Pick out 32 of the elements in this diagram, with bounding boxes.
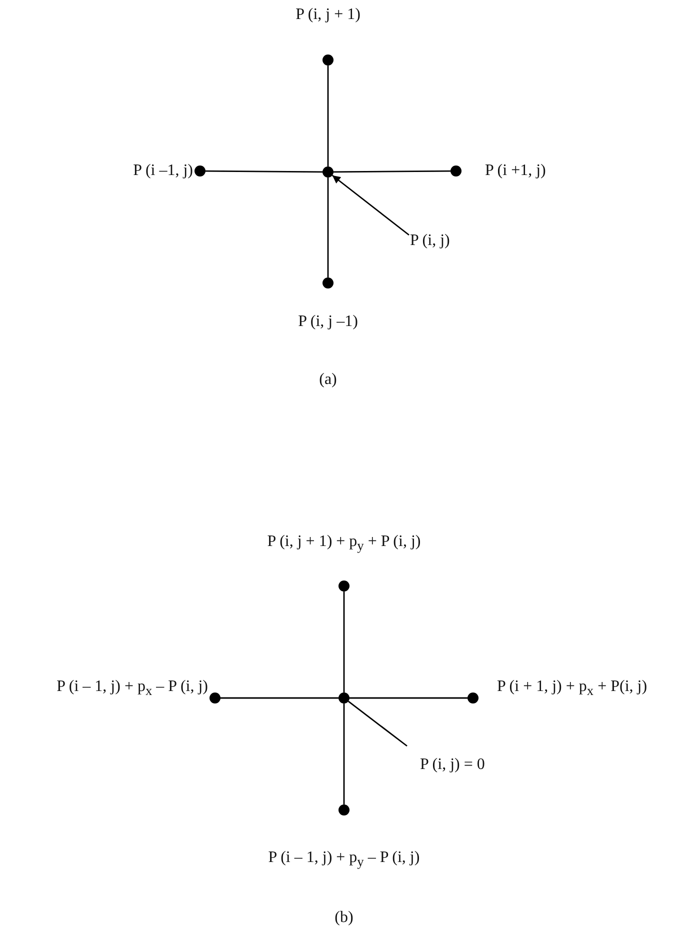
- grid-point: [322, 54, 334, 66]
- point-label: P (i – 1, j) + p$_{x}$ – P (i, j): [56, 677, 208, 700]
- point-label: P (i, j –1): [298, 312, 358, 332]
- connector-line: [206, 170, 322, 173]
- point-label: P (i, j + 1) + p$_{y}$ + P (i, j): [267, 532, 421, 556]
- grid-point: [450, 166, 462, 176]
- grid-point: [338, 804, 350, 816]
- connector-line: [343, 592, 345, 692]
- panel-caption: (b): [334, 908, 354, 928]
- connector-line: [348, 700, 408, 747]
- leader-arrow: [332, 174, 410, 236]
- point-label: P (i, j + 1): [296, 5, 360, 25]
- panel-caption: (a): [319, 370, 337, 390]
- connector-line: [327, 66, 329, 166]
- point-label: P (i, j): [410, 231, 450, 251]
- connector-line: [350, 697, 468, 699]
- grid-point: [210, 692, 220, 704]
- point-label: P (i +1, j): [485, 161, 546, 181]
- grid-point: [338, 580, 350, 592]
- point-label: P (i –1, j): [133, 161, 193, 181]
- point-label: P (i + 1, j) + p$_{x}$ + P(i, j): [497, 677, 648, 700]
- grid-point: [468, 692, 478, 704]
- grid-point: [338, 692, 350, 704]
- connector-line: [327, 178, 329, 278]
- point-label: P (i, j) = 0: [420, 755, 485, 775]
- grid-point: [322, 278, 334, 288]
- connector-line: [343, 704, 345, 804]
- grid-point: [194, 166, 206, 176]
- connector-line: [334, 170, 450, 173]
- grid-point: [322, 166, 334, 178]
- connector-line: [220, 697, 338, 699]
- point-label: P (i – 1, j) + p$_{y}$ – P (i, j): [268, 848, 420, 872]
